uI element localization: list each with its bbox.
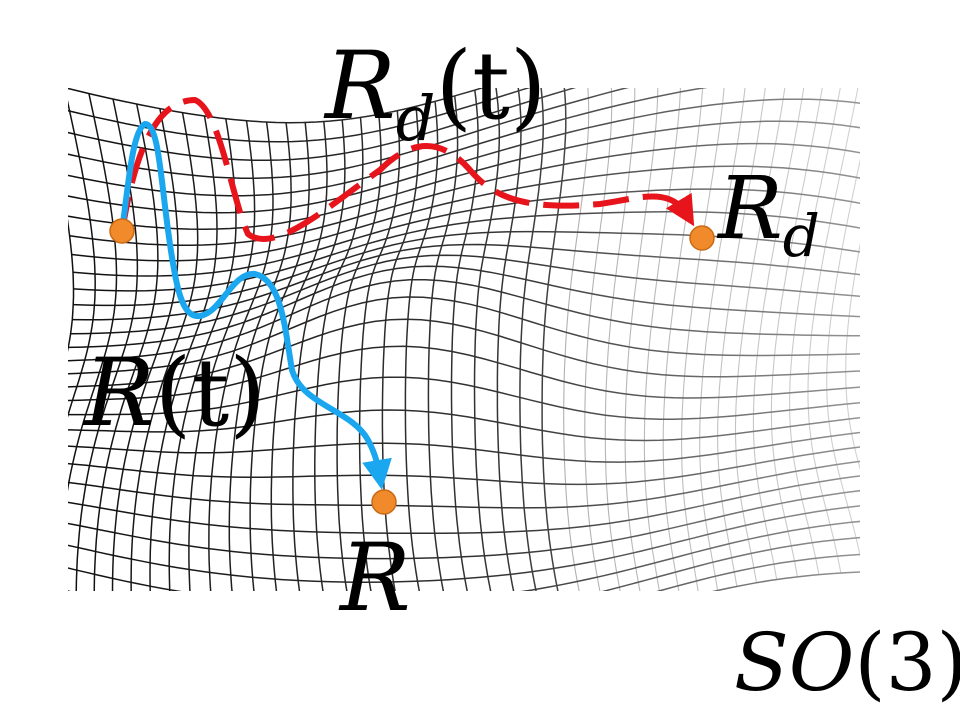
desired-point-label: Rd [716, 159, 820, 270]
desired-end-point [689, 225, 715, 251]
actual-trajectory-curve [119, 120, 392, 490]
actual-trajectory-label: R(t) [82, 339, 266, 448]
manifold-label: SO(3) [734, 616, 960, 709]
start-point [109, 218, 135, 244]
mesh-line-vertical [865, 0, 926, 572]
desired-trajectory-label: Rd(t) [323, 32, 547, 155]
mesh-line-vertical [68, 218, 75, 353]
mesh-fade-overlay [68, 88, 860, 591]
actual-end-point [371, 489, 397, 515]
desired-trajectory-curve [119, 96, 695, 242]
actual-point-label: R [338, 524, 411, 633]
